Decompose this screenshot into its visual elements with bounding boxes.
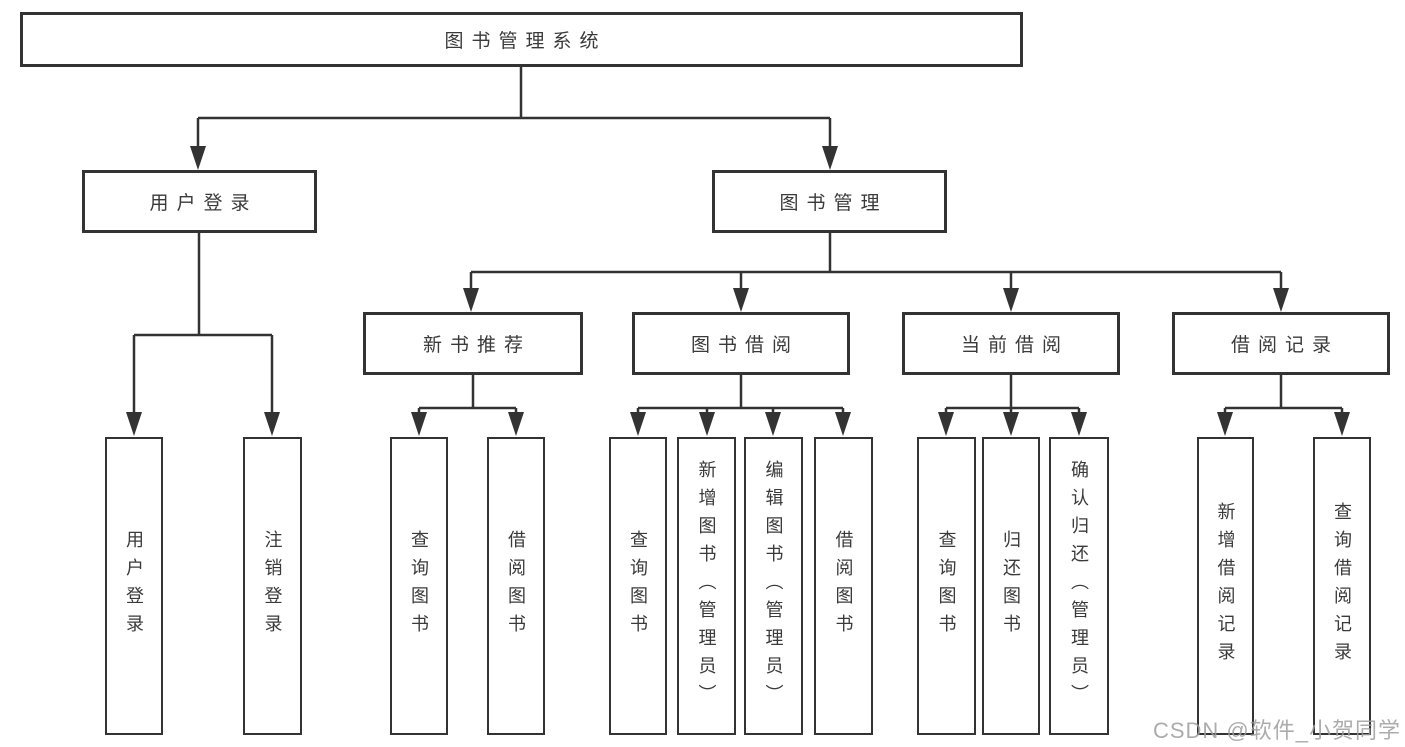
leaf-logout-login: 注销登录 [243, 437, 302, 735]
node-borrowing-records: 借阅记录 [1172, 312, 1390, 375]
leaf-br-query-borrow-record-label: 查询借阅记录 [1332, 502, 1352, 670]
leaf-bb-borrow-books-label: 借阅图书 [833, 530, 854, 642]
arrowheads [126, 146, 1350, 436]
node-new-book-recommendation-label: 新书推荐 [422, 335, 531, 356]
leaf-cb-query-books: 查询图书 [917, 437, 976, 735]
node-user-login-label: 用户登录 [149, 193, 258, 214]
leaf-br-query-borrow-record: 查询借阅记录 [1313, 437, 1371, 735]
leaf-nbr-borrow-books: 借阅图书 [487, 437, 545, 735]
leaf-nbr-query-books-label: 查询图书 [409, 530, 429, 642]
leaf-bb-query-books-label: 查询图书 [628, 530, 648, 642]
leaf-bb-query-books: 查询图书 [609, 437, 667, 735]
leaf-bb-add-books-admin-label: 新增图书（管理员） [696, 460, 717, 712]
leaf-cb-return-books-label: 归还图书 [1001, 530, 1021, 642]
node-library-system: 图书管理系统 [20, 12, 1023, 67]
node-book-management-label: 图书管理 [779, 193, 888, 214]
leaf-cb-return-books: 归还图书 [982, 437, 1040, 735]
node-borrowing-records-label: 借阅记录 [1230, 335, 1339, 356]
node-book-borrowing: 图书借阅 [632, 312, 850, 375]
leaf-bb-borrow-books: 借阅图书 [814, 437, 873, 735]
leaf-bb-add-books-admin: 新增图书（管理员） [677, 437, 736, 735]
leaf-br-add-borrow-record-label: 新增借阅记录 [1215, 502, 1236, 670]
leaf-cb-query-books-label: 查询图书 [936, 530, 957, 642]
leaf-logout-login-label: 注销登录 [262, 530, 283, 642]
leaf-cb-confirm-return-admin-label: 确认归还（管理员） [1069, 460, 1089, 712]
node-current-borrowing-label: 当前借阅 [960, 335, 1069, 356]
node-user-login: 用户登录 [82, 170, 317, 233]
leaf-user-login: 用户登录 [105, 437, 163, 735]
leaf-bb-edit-books-admin-label: 编辑图书（管理员） [763, 460, 784, 712]
node-book-management: 图书管理 [712, 170, 947, 233]
leaf-cb-confirm-return-admin: 确认归还（管理员） [1049, 437, 1109, 735]
leaf-nbr-borrow-books-label: 借阅图书 [506, 530, 526, 642]
node-new-book-recommendation: 新书推荐 [363, 312, 583, 375]
node-book-borrowing-label: 图书借阅 [690, 335, 799, 356]
leaf-nbr-query-books: 查询图书 [390, 437, 448, 735]
node-library-system-label: 图书管理系统 [444, 31, 607, 52]
leaf-bb-edit-books-admin: 编辑图书（管理员） [744, 437, 803, 735]
leaf-br-add-borrow-record: 新增借阅记录 [1197, 437, 1254, 735]
leaf-user-login-label: 用户登录 [124, 530, 144, 642]
node-current-borrowing: 当前借阅 [902, 312, 1120, 375]
